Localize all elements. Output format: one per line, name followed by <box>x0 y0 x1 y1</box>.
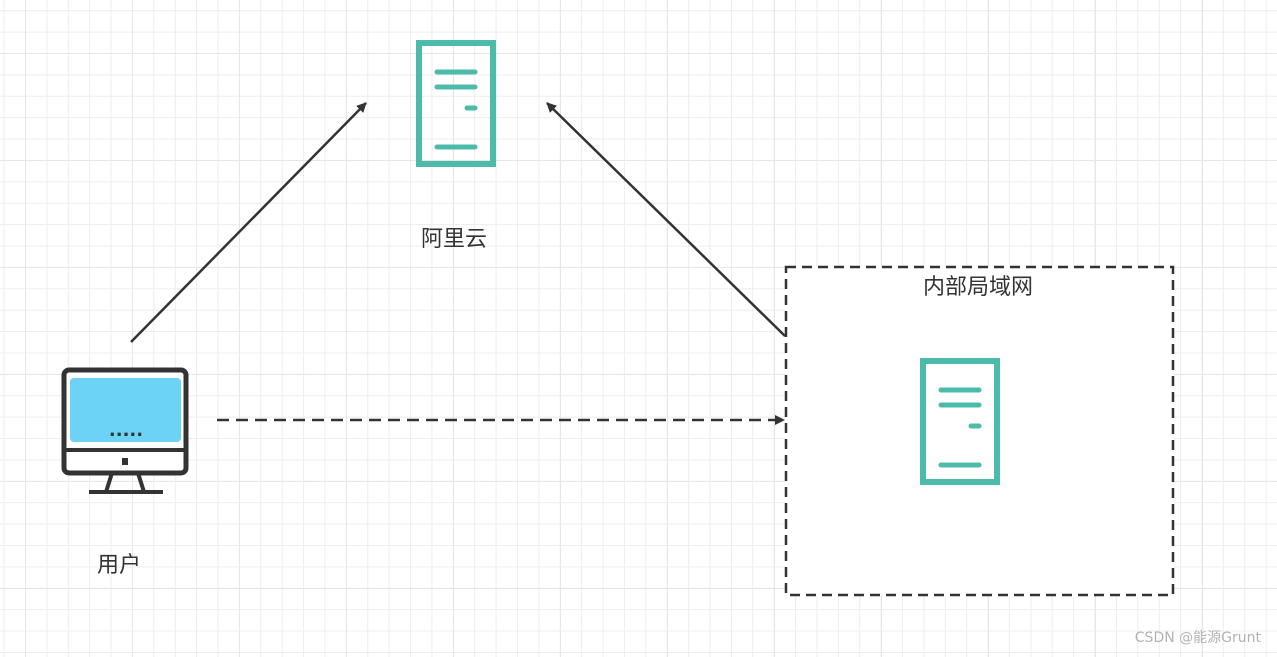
lan-boundary <box>784 265 1175 597</box>
cloud-label: 阿里云 <box>421 227 488 252</box>
lan-label: 内部局域网 <box>923 275 1034 300</box>
watermark: CSDN @能源Grunt <box>1134 630 1261 646</box>
edge-user-to-cloud <box>130 102 367 343</box>
user-label: 用户 <box>97 553 142 578</box>
cloud-server-icon <box>416 40 496 167</box>
lan-server-icon <box>920 358 1000 485</box>
edge-lan-to-cloud <box>546 102 786 337</box>
monitor-screen-text: ..... <box>109 420 143 441</box>
user-monitor-icon: ..... <box>61 367 189 494</box>
